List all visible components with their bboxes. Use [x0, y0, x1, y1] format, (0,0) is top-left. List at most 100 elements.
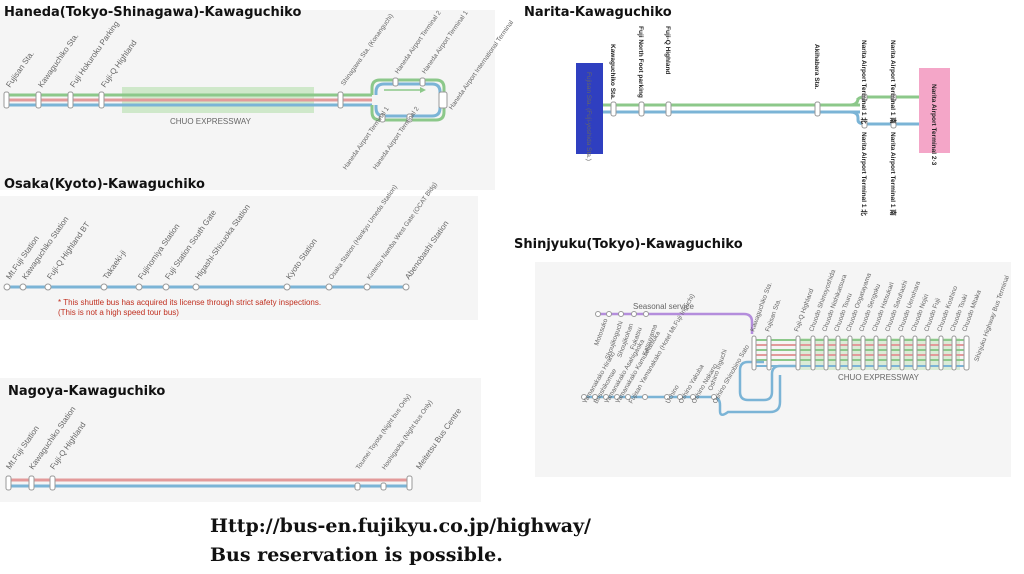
narita-left-box	[576, 63, 603, 154]
haneda-arrow-head	[420, 87, 426, 93]
nagoya-stop-0	[5, 475, 12, 491]
nagoya-stop-5	[406, 475, 413, 491]
shinjuku-title: Shinjyuku(Tokyo)-Kawaguchiko	[514, 237, 743, 252]
osaka-stop-6	[192, 283, 200, 291]
blue-stop-2	[603, 394, 609, 400]
narita-left-box-label: Fujisan Sta. (Fuji-yoshida Sta.)	[585, 72, 592, 161]
stop-haneda-intl	[438, 91, 448, 109]
osaka-stop-10	[402, 283, 410, 291]
top-station-1: Fujisan Sta.	[764, 298, 782, 333]
footer-note: Bus reservation is possible.	[210, 544, 503, 566]
blue-stop-5	[642, 394, 648, 400]
narita-station-fujiq: Fuji-Q Highland	[664, 26, 671, 74]
shinjuku-blue-loop	[738, 360, 798, 402]
shinjuku-terminal-label: Shinjuku Highway Bus Terminal	[973, 274, 1011, 362]
narita-stop-fujiq	[665, 101, 672, 117]
footer-url[interactable]: Http://bus-en.fujikyu.co.jp/highway/	[210, 515, 591, 537]
blue-stop-1	[592, 394, 598, 400]
narita-station-akihabara: Akihabara Sta.	[813, 44, 820, 89]
shinjuku-stop-14	[951, 335, 957, 371]
shinjuku-stop-13	[938, 335, 944, 371]
narita-stop-north-foot	[638, 101, 645, 117]
purple-stop-3	[631, 311, 637, 317]
osaka-stop-8	[325, 283, 333, 291]
narita-right-box-label: Narita Airport Terminal 2·3	[930, 84, 937, 166]
blue-stop-9	[711, 394, 717, 400]
stop-haneda-t1-bottom	[379, 113, 386, 123]
shinjuku-stop-8	[873, 335, 879, 371]
osaka-stop-2	[44, 283, 52, 291]
shinjuku-purple-line	[597, 312, 754, 334]
shinjuku-stop-fujiq	[795, 335, 801, 371]
narita-stop-akihabara	[814, 101, 821, 117]
osaka-note-line2: (This is not a high speed tour bus)	[58, 308, 179, 317]
osaka-stop-4	[135, 283, 143, 291]
blue-stop-8	[690, 394, 696, 400]
blue-stop-6	[664, 394, 670, 400]
osaka-title: Osaka(Kyoto)-Kawaguchiko	[4, 177, 205, 192]
narita-station-t1-north-b: Narita Airport Terminal 1 北	[860, 132, 869, 216]
shinjuku-stop-fujisan	[766, 335, 772, 371]
osaka-note-line1: * This shuttle bus has acquired its lice…	[58, 298, 322, 307]
narita-stop-t1-south-b	[890, 120, 897, 129]
shinjuku-expressway-label: CHUO EXPRESSWAY	[838, 373, 920, 382]
osaka-stop-5	[162, 283, 170, 291]
shinjuku-stop-3	[810, 335, 816, 371]
shinjuku-stop-10	[899, 335, 905, 371]
shinjuku-blue-branch	[583, 375, 782, 416]
haneda-expressway-label: CHUO EXPRESSWAY	[170, 117, 252, 126]
narita-stop-kawaguchiko	[610, 101, 617, 117]
nagoya-stop-4	[380, 482, 387, 491]
narita-station-t1-south-b: Narita Airport Terminal 1 南	[889, 132, 898, 216]
stop-haneda-t2-bottom	[406, 113, 413, 123]
stop-shinagawa	[337, 91, 344, 109]
stop-haneda-t1-top	[419, 77, 426, 87]
blue-stop-0	[581, 394, 587, 400]
purple-stop-0	[595, 311, 601, 317]
stop-fuji-hokuroku	[67, 91, 74, 109]
shinjuku-stop-4	[823, 335, 829, 371]
osaka-stop-3	[100, 283, 108, 291]
stop-fuji-q	[98, 91, 105, 109]
osaka-stop-9	[363, 283, 371, 291]
shinjuku-stop-7	[860, 335, 866, 371]
shinjuku-stop-9	[886, 335, 892, 371]
purple-stop-1	[606, 311, 612, 317]
shinjuku-stop-5	[835, 335, 841, 371]
narita-stop-t1-south	[890, 93, 897, 102]
purple-station-0: Motosuko	[593, 317, 609, 346]
stop-fujisan	[3, 91, 10, 109]
narita-stop-t1-north-b	[861, 120, 868, 129]
narita-title: Narita-Kawaguchiko	[524, 5, 672, 20]
shinjuku-stop-kawaguchiko	[751, 335, 757, 371]
osaka-panel	[0, 196, 478, 320]
nagoya-stop-3	[354, 482, 361, 491]
purple-stop-2	[618, 311, 624, 317]
blue-stop-4	[625, 394, 631, 400]
nagoya-stop-2	[49, 475, 56, 491]
osaka-stop-7	[283, 283, 291, 291]
shinjuku-stop-12	[925, 335, 931, 371]
blue-stop-7	[677, 394, 683, 400]
haneda-title: Haneda(Tokyo-Shinagawa)-Kawaguchiko	[4, 5, 302, 20]
stop-kawaguchiko	[35, 91, 42, 109]
osaka-stop-1	[19, 283, 27, 291]
narita-station-north-foot: Fuji North Foot parking	[637, 26, 644, 98]
narita-station-t1-north: Narita Airport Terminal 1 北	[860, 40, 869, 124]
blue-stop-3	[614, 394, 620, 400]
shinjuku-stop-6	[847, 335, 853, 371]
shinjuku-stop-terminal	[963, 335, 970, 371]
narita-station-kawaguchiko: Kawaguchiko Sta.	[609, 44, 616, 100]
nagoya-title: Nagoya-Kawaguchiko	[8, 384, 166, 399]
nagoya-stop-1	[28, 475, 35, 491]
stop-haneda-t2-top	[392, 77, 399, 87]
narita-right-box	[919, 68, 950, 153]
purple-stop-4	[643, 311, 649, 317]
narita-station-t1-south: Narita Airport Terminal 1 南	[889, 40, 898, 124]
shinjuku-seasonal-label: Seasonal service	[633, 302, 694, 311]
